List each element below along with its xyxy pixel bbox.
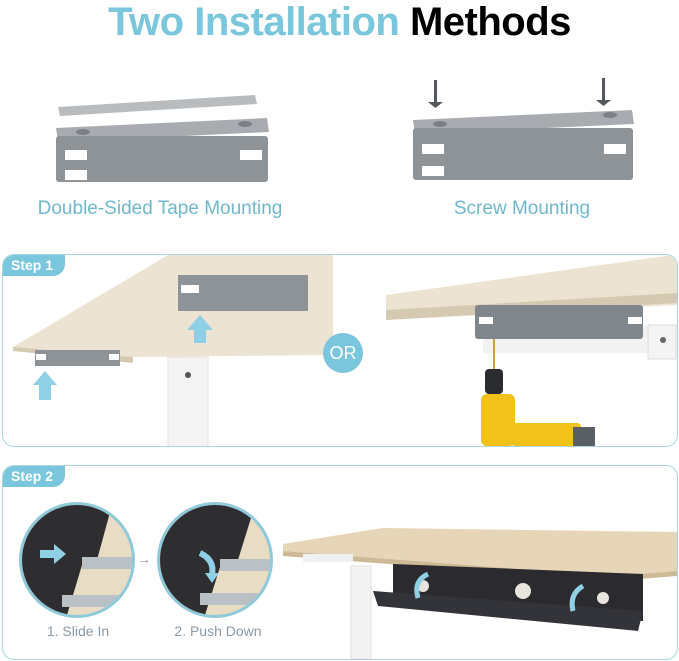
curved-down-arrow-icon — [198, 550, 219, 583]
up-arrow-icon — [33, 371, 57, 400]
tape-install-illustration — [13, 255, 333, 446]
push-down-detail — [157, 502, 273, 618]
screw-icon — [596, 78, 611, 106]
step2-panel: → 1. Slide In 2. Push Down Step 2 — [2, 465, 678, 660]
slide-in-detail — [19, 502, 135, 618]
title-dark: Methods — [409, 0, 571, 44]
step1-panel: OR Step 1 — [2, 254, 678, 447]
page-title: Two Installation Methods — [0, 0, 679, 44]
drill-icon — [481, 369, 595, 446]
screw-icon — [428, 80, 443, 108]
step1-tag: Step 1 — [3, 255, 66, 276]
tape-mounting-label: Double-Sided Tape Mounting — [37, 198, 283, 219]
slide-in-label: 1. Slide In — [46, 623, 110, 639]
step2-tag: Step 2 — [3, 466, 66, 487]
curved-up-arrow-icon — [569, 583, 585, 612]
push-down-label: 2. Push Down — [174, 623, 262, 639]
arrow-icon: → — [137, 551, 151, 567]
tape-bracket-illustration — [55, 92, 275, 187]
desk-with-tray-illustration — [283, 528, 677, 659]
right-arrow-icon — [40, 544, 66, 564]
curved-up-arrow-icon — [414, 571, 430, 599]
screw-bracket-illustration — [412, 78, 637, 188]
or-badge: OR — [323, 333, 363, 373]
title-accent: Two Installation — [108, 0, 400, 44]
up-arrow-icon — [187, 315, 213, 343]
screw-install-illustration — [386, 255, 677, 446]
screw-mounting-label: Screw Mounting — [453, 198, 591, 219]
